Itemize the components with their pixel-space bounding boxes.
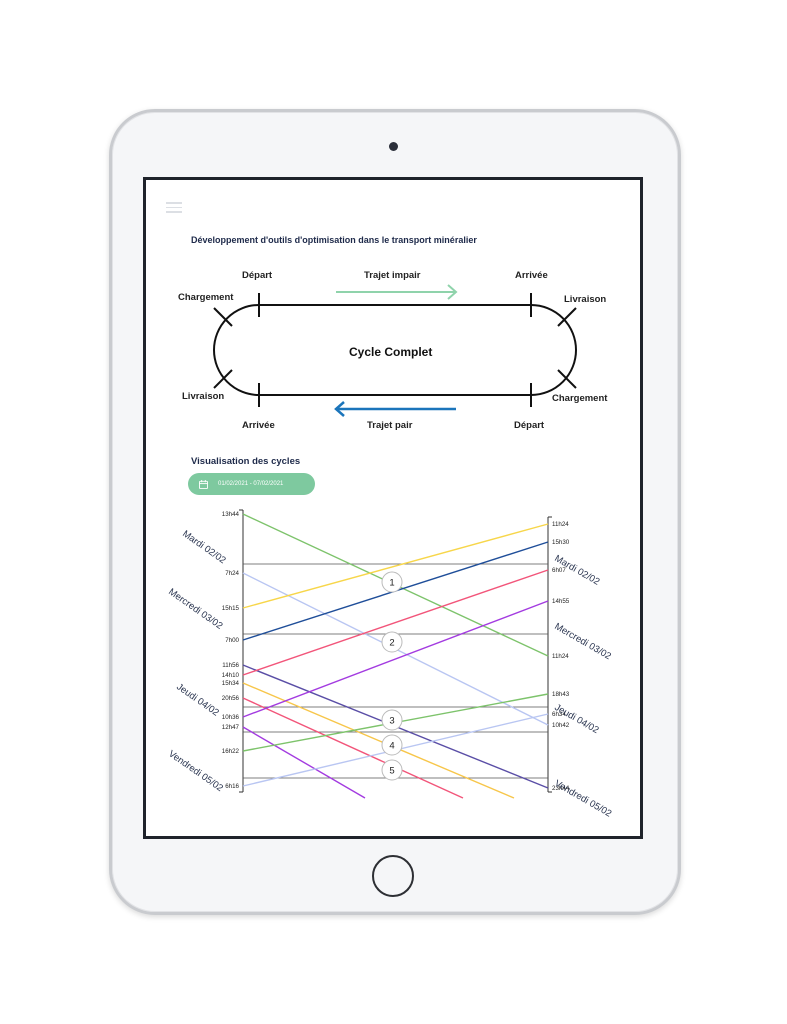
left-day-label: Jeudi 04/02 [174, 681, 221, 718]
date-range-picker[interactable]: 01/02/2021 - 07/02/2021 [188, 473, 315, 495]
cycle-marker-label: 4 [389, 741, 394, 752]
right-tick-label: 15h30 [552, 539, 570, 546]
tick-livraison-left [213, 369, 233, 389]
right-tick-label: 14h55 [552, 598, 570, 605]
left-tick-label: 16h22 [222, 748, 240, 755]
cycle-marker-label: 1 [389, 578, 394, 589]
left-tick-label: 14h10 [222, 672, 240, 679]
cycle-marker-label: 5 [389, 766, 394, 777]
label-trajet-impair: Trajet impair [364, 270, 421, 281]
label-arrivee-bottom: Arrivée [242, 420, 275, 431]
tick-chargement-right [557, 369, 577, 389]
cycle-center-label: Cycle Complet [349, 345, 433, 359]
label-depart-top: Départ [242, 270, 273, 281]
screen: Développement d'outils d'optimisation da… [143, 177, 643, 839]
left-tick-label: 11h56 [222, 662, 239, 669]
label-depart-bottom: Départ [514, 420, 545, 431]
cycle-marker [381, 571, 403, 593]
right-tick-label: 10h42 [552, 722, 570, 729]
camera-icon [389, 142, 398, 151]
left-day-label: Mercredi 03/02 [166, 586, 224, 631]
calendar-icon [199, 479, 208, 489]
cycle-marker-label: 2 [389, 638, 394, 649]
left-tick-label: 13h44 [222, 511, 240, 518]
cycle-marker [381, 734, 403, 756]
label-livraison-right: Livraison [564, 294, 607, 305]
right-tick-label: 6h34 [552, 711, 566, 718]
cycle-marker [381, 631, 403, 653]
left-tick-label: 20h56 [222, 695, 240, 702]
left-tick-label: 7h24 [225, 570, 239, 577]
cycle-marker [381, 709, 403, 731]
series-line [242, 523, 549, 609]
label-trajet-pair: Trajet pair [367, 420, 413, 431]
right-day-label: Vendredi 05/02 [553, 778, 614, 819]
label-chargement-left: Chargement [178, 292, 234, 303]
cycle-track [213, 304, 577, 396]
cycle-marker [381, 759, 403, 781]
left-day-label: Vendredi 05/02 [166, 748, 225, 794]
cycle-diagram [213, 284, 577, 417]
tick-livraison-right [557, 307, 577, 327]
left-tick-label: 6h16 [225, 783, 239, 790]
right-tick-label: 6h07 [552, 567, 566, 574]
right-tick-label: 23h44 [552, 785, 570, 792]
label-livraison-left: Livraison [182, 391, 225, 402]
left-tick-label: 15h15 [222, 605, 240, 612]
series-line [242, 569, 549, 676]
right-tick-label: 11h24 [552, 521, 569, 528]
date-range-text: 01/02/2021 - 07/02/2021 [218, 481, 284, 487]
hamburger-menu-icon[interactable] [166, 202, 182, 214]
trajet-pair-arrow [334, 401, 456, 417]
series-line [242, 682, 515, 799]
home-button[interactable] [372, 855, 414, 897]
label-arrivee-top: Arrivée [515, 270, 548, 281]
right-day-label: Jeudi 04/02 [553, 702, 601, 736]
tick-chargement-left [213, 307, 233, 327]
left-day-label: Mardi 02/02 [180, 528, 227, 566]
left-tick-label: 12h47 [222, 724, 240, 731]
cycle-marker-label: 3 [389, 716, 394, 727]
left-tick-label: 15h34 [222, 680, 240, 687]
series-line [242, 600, 549, 718]
visualisation-title: Visualisation des cycles [191, 456, 301, 467]
trajet-impair-arrow [336, 284, 458, 300]
label-chargement-right: Chargement [552, 393, 608, 404]
series-line [242, 726, 366, 799]
left-tick-label: 7h00 [225, 637, 239, 644]
page-title: Développement d'outils d'optimisation da… [191, 235, 477, 245]
series-line [242, 697, 464, 799]
right-tick-label: 11h24 [552, 653, 569, 660]
left-tick-label: 10h36 [222, 714, 240, 721]
right-tick-label: 18h43 [552, 691, 570, 698]
